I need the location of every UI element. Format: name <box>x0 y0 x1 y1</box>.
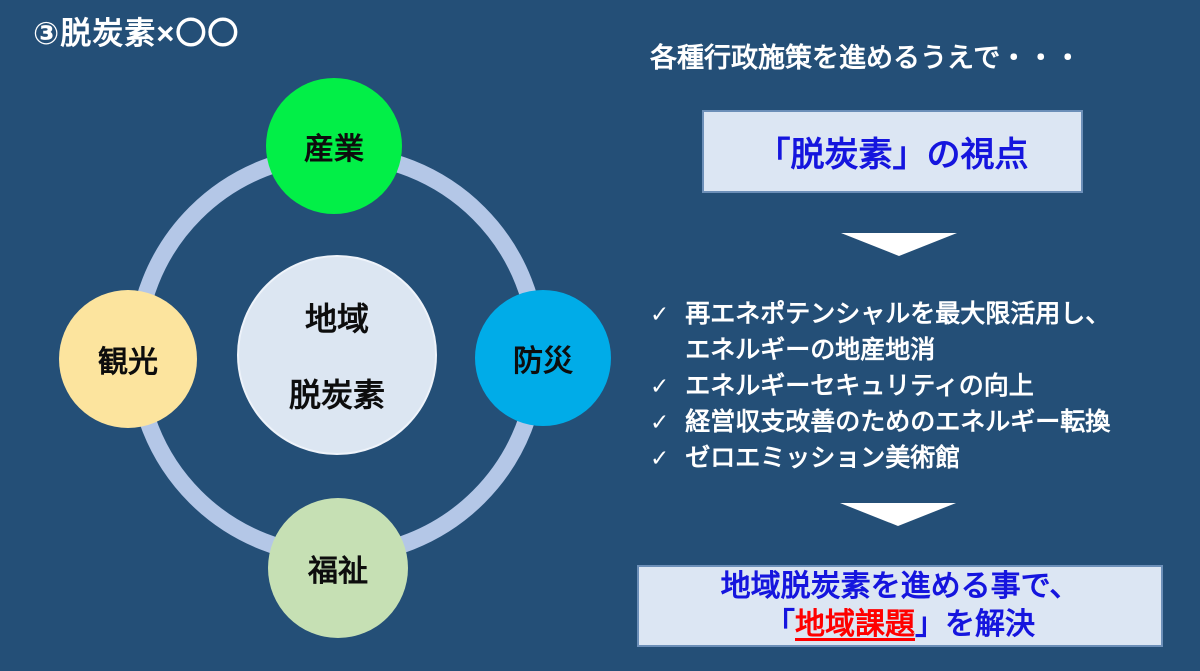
conclusion-line2: 「地域課題」を解決 <box>765 606 1035 644</box>
slide-title: ③脱炭素×〇〇 <box>33 16 240 51</box>
conclusion-line1: 地域脱炭素を進める事で、 <box>720 570 1080 603</box>
checkmark-icon: ✓ <box>650 445 670 471</box>
checkmark-icon: ✓ <box>650 373 670 399</box>
list-item-text: エネルギーセキュリティの向上 <box>685 372 1034 400</box>
checkmark-icon: ✓ <box>650 301 670 327</box>
viewpoint-box: 「脱炭素」の視点 <box>702 110 1083 193</box>
satellite-circle-tourism: 観光 <box>59 290 197 428</box>
list-item-text: 再エネポテンシャルを最大限活用し、 エネルギーの地産地消 <box>685 300 1111 364</box>
list-item: ✓ エネルギーセキュリティの向上 <box>650 368 1198 404</box>
conclusion-line2-highlight: 地域課題 <box>795 608 915 641</box>
down-arrow-icon <box>841 233 957 256</box>
satellite-circle-disaster-prevention: 防災 <box>475 290 611 426</box>
viewpoint-box-text: 「脱炭素」の視点 <box>756 136 1029 174</box>
conclusion-box: 地域脱炭素を進める事で、 「地域課題」を解決 <box>637 565 1163 647</box>
list-item: ✓ 経営収支改善のためのエネルギー転換 <box>650 404 1198 440</box>
center-circle-label-line1: 地域 <box>304 301 369 337</box>
list-item-text: 経営収支改善のためのエネルギー転換 <box>685 408 1111 436</box>
down-arrow-icon <box>840 503 956 526</box>
center-circle-regional-decarbonization: 地域 脱炭素 <box>237 255 437 455</box>
satellite-label-tourism: 観光 <box>98 346 158 379</box>
checkmark-icon: ✓ <box>650 409 670 435</box>
satellite-label-disaster-prevention: 防災 <box>513 345 573 378</box>
list-item-text: ゼロエミッション美術館 <box>685 444 961 472</box>
benefits-checklist: ✓ 再エネポテンシャルを最大限活用し、 エネルギーの地産地消 ✓ エネルギーセキ… <box>650 296 1198 476</box>
right-column-header: 各種行政施策を進めるうえで・・・ <box>650 43 1082 73</box>
center-circle-label-line2: 脱炭素 <box>288 377 385 413</box>
satellite-circle-industry: 産業 <box>266 78 402 214</box>
satellite-label-welfare: 福祉 <box>308 555 368 588</box>
satellite-circle-welfare: 福祉 <box>268 498 408 638</box>
satellite-label-industry: 産業 <box>304 133 364 166</box>
conclusion-line2-open-bracket: 「 <box>765 608 795 641</box>
conclusion-line2-close: 」を解決 <box>915 608 1035 641</box>
list-item: ✓ 再エネポテンシャルを最大限活用し、 エネルギーの地産地消 <box>650 296 1198 368</box>
list-item: ✓ ゼロエミッション美術館 <box>650 440 1198 476</box>
